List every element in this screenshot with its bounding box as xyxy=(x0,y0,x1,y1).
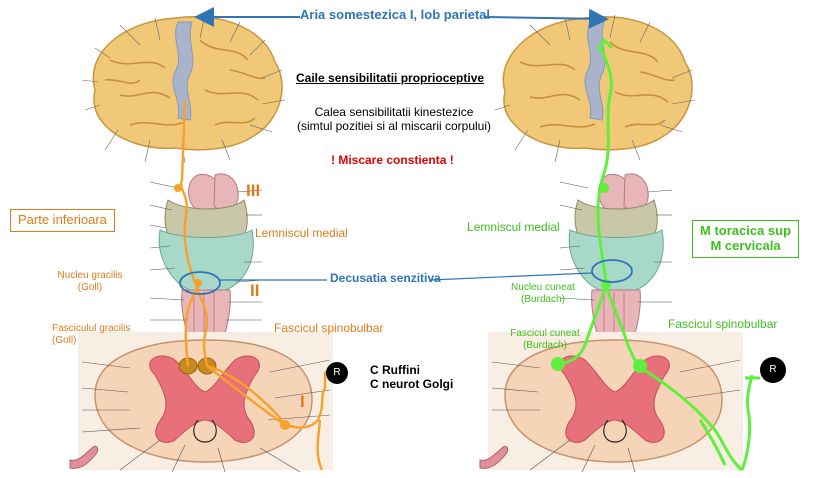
warning-text: ! Miscare constienta ! xyxy=(331,153,454,167)
left-decussation-ring xyxy=(179,271,221,295)
right-tract-soma xyxy=(633,359,647,373)
left-neuron-I-label: I xyxy=(300,392,305,411)
left-spinal-cord-section xyxy=(69,332,333,473)
right-region-line-1: M toracica sup xyxy=(700,223,792,238)
title-arrow-right xyxy=(484,8,609,29)
decussation-label: Decusatia senzitiva xyxy=(330,271,441,285)
left-fasciculus-label: Fasciculul gracilis (Goll) xyxy=(52,323,130,346)
left-nucleus-label: Nucleu gracilis (Goll) xyxy=(40,270,140,293)
subtitle: Calea sensibilitatii kinestezice (simtul… xyxy=(282,105,506,134)
left-neuron-III-soma xyxy=(174,184,182,192)
right-lemniscus-label: Lemniscul medial xyxy=(467,220,560,234)
right-neuron-III-soma xyxy=(599,183,609,193)
left-region-box: Parte inferioara xyxy=(10,209,115,232)
decussation-connector-right xyxy=(429,272,593,281)
right-brain-illustration xyxy=(494,14,696,163)
right-tract-label: Fascicul spinobulbar xyxy=(668,317,778,331)
left-neuron-II-label: II xyxy=(250,281,260,300)
right-region-line-2: M cervicala xyxy=(710,237,781,253)
right-cuneate-soma xyxy=(551,357,565,371)
left-brain-illustration xyxy=(81,14,286,164)
left-neuron-II-soma xyxy=(194,279,202,287)
left-receptor-badge: R xyxy=(326,362,348,384)
right-receptor-badge: R xyxy=(760,357,786,383)
right-nucleus-line-2: (Burdach) xyxy=(521,293,565,305)
right-pathway-green xyxy=(559,37,760,472)
right-decussation-ring xyxy=(591,259,633,283)
left-nucleus-line-2: (Goll) xyxy=(77,281,103,293)
right-spinal-cord-section xyxy=(479,332,743,473)
right-region-box: M toracica sup M cervicala xyxy=(692,220,800,258)
right-fasciculus-line-1: Fascicul cuneat xyxy=(510,328,580,339)
right-fasciculus-label: Fascicul cuneat (Burdach) xyxy=(500,328,590,351)
left-fasciculus-line-2: (Goll) xyxy=(52,334,77,346)
right-nucleus-line-1: Nucleu cuneat xyxy=(511,282,575,293)
right-fasciculus-line-2: (Burdach) xyxy=(523,339,567,351)
subtitle-line-1: Calea sensibilitatii kinestezice xyxy=(314,105,474,119)
right-nucleus-label: Nucleu cuneat (Burdach) xyxy=(500,282,586,305)
left-neuron-III-label: III xyxy=(246,181,261,200)
title-cortex-area: Aria somestezica I, lob parietal xyxy=(300,7,491,22)
left-receptor-label: C Ruffini C neurot Golgi xyxy=(370,363,454,392)
left-fasciculus-line-1: Fasciculul gracilis xyxy=(52,323,131,334)
left-ganglion-soma xyxy=(280,420,290,430)
heading: Caile sensibilitatii proprioceptive xyxy=(296,71,485,85)
left-tract-label: Fascicul spinobulbar xyxy=(274,321,384,335)
subtitle-line-2: (simtul pozitiei si al miscarii corpului… xyxy=(296,118,492,133)
left-receptor-line-1: C Ruffini xyxy=(370,363,420,377)
left-receptor-line-2: C neurot Golgi xyxy=(370,376,454,391)
left-lemniscus-label: Lemniscul medial xyxy=(255,226,348,240)
left-nucleus-line-1: Nucleu gracilis xyxy=(57,270,123,281)
left-pathway-orange xyxy=(179,99,333,471)
